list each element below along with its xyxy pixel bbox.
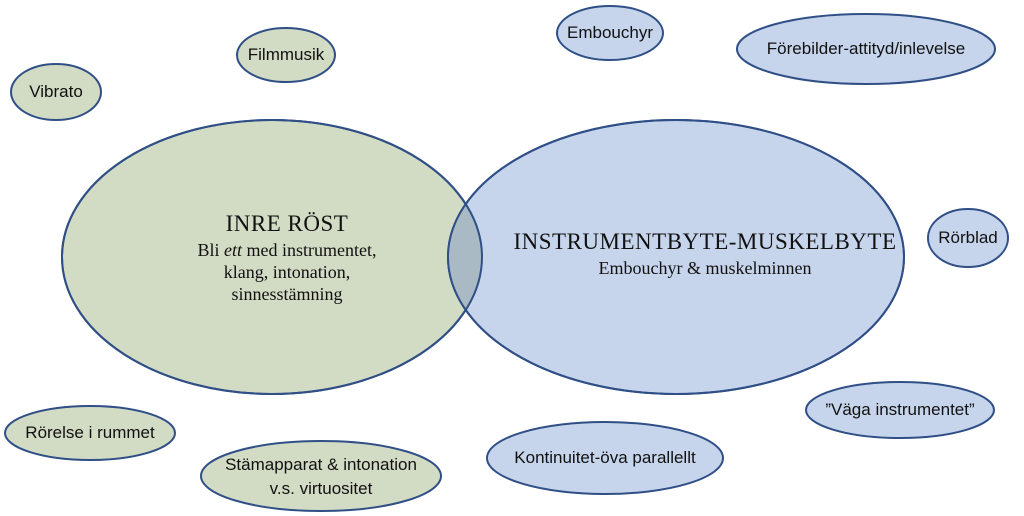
inre-rost-line3: sinnesstämning: [231, 284, 343, 304]
inre-rost-line1-suffix: med instrumentet,: [242, 240, 377, 260]
embouchyr-label: Embouchyr: [567, 23, 653, 42]
inre-rost-label: INRE RÖST Bli ett med instrumentet, klan…: [198, 209, 377, 305]
inre-rost-line2: klang, intonation,: [223, 262, 351, 282]
stamapparat-bubble: [200, 440, 442, 512]
inre-rost-ellipse-outline: [61, 119, 483, 395]
rorblad-label: Rörblad: [938, 228, 998, 247]
forebilder-bubble: [736, 13, 996, 85]
embouchyr-bubble: [556, 5, 664, 61]
rorelse-label: Rörelse i rummet: [25, 423, 155, 442]
rorblad-bubble: [927, 208, 1009, 268]
vaga-label: ”Väga instrumentet”: [825, 400, 975, 419]
inre-rost-line1: Bli ett med instrumentet,: [198, 239, 377, 261]
forebilder-label: Förebilder-attityd/inlevelse: [766, 39, 966, 58]
instrumentbyte-subtitle: Embouchyr & muskelminnen: [598, 258, 812, 278]
stamapparat-line2: v.s. virtuositet: [269, 479, 373, 498]
kontinuitet-bubble: [486, 421, 724, 495]
stamapparat-label: Stämapparat & intonation v.s. virtuosite…: [225, 453, 417, 501]
filmmusik-label: Filmmusik: [247, 45, 325, 64]
instrumentbyte-title: INSTRUMENTBYTE-MUSKELBYTE: [513, 229, 897, 254]
filmmusik-bubble: [236, 27, 336, 83]
vaga-bubble: [805, 381, 995, 439]
vibrato-bubble: [10, 63, 102, 121]
instrumentbyte-ellipse-outline: [447, 119, 905, 395]
inre-rost-title: INRE RÖST: [225, 211, 349, 236]
vibrato-label: Vibrato: [29, 82, 83, 101]
kontinuitet-label: Kontinuitet-öva parallellt: [514, 448, 696, 467]
inre-rost-line1-prefix: Bli: [197, 240, 225, 260]
rorelse-bubble: [4, 405, 176, 461]
inre-rost-line1-emph: ett: [224, 240, 243, 260]
instrumentbyte-label: INSTRUMENTBYTE-MUSKELBYTE Embouchyr & mu…: [513, 227, 896, 279]
stamapparat-line1: Stämapparat & intonation: [225, 455, 417, 474]
